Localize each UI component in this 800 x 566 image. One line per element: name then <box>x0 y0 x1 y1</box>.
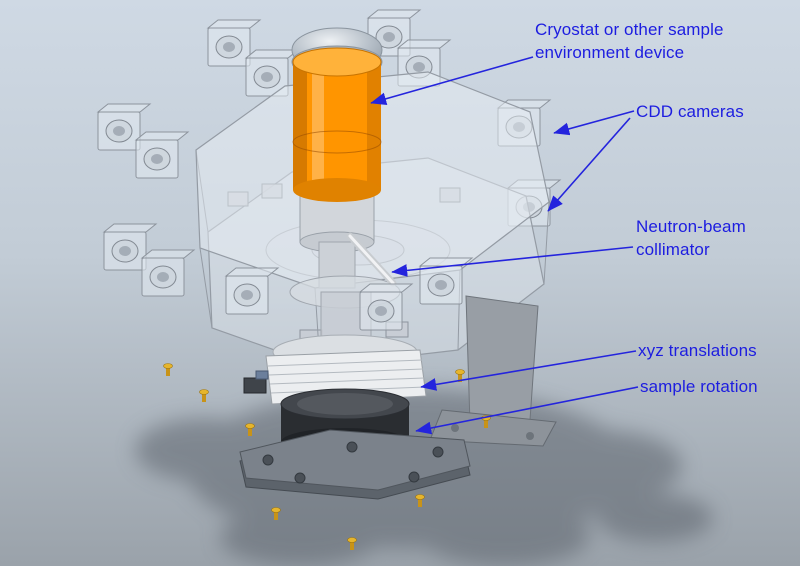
arrow-cdd-camera-upper <box>553 110 635 136</box>
arrow-cryostat <box>370 56 534 106</box>
cryostat-cylinder <box>292 47 382 202</box>
collimator-tube <box>346 232 397 287</box>
camera-box <box>418 257 474 305</box>
camera-box <box>224 267 280 315</box>
label-line: collimator <box>636 239 710 259</box>
label-sample-rotation: sample rotation <box>640 376 758 399</box>
screws <box>163 363 491 550</box>
camera-box <box>102 223 158 271</box>
label-cdd-cameras: CDD cameras <box>636 101 744 124</box>
label-line: environment device <box>535 42 685 62</box>
label-line: CDD cameras <box>636 102 744 121</box>
arrow-xyz <box>420 350 637 391</box>
label-xyz-translations: xyz translations <box>638 340 757 363</box>
camera-box <box>140 249 196 297</box>
camera-box <box>134 131 190 179</box>
label-line: sample rotation <box>640 377 758 396</box>
camera-box <box>358 283 414 331</box>
camera-box <box>96 103 152 151</box>
base-plate <box>239 429 471 500</box>
annotation-arrows <box>370 56 639 435</box>
label-line: xyz translations <box>638 341 757 360</box>
arrow-rotation <box>415 386 639 435</box>
label-line: Neutron-beam <box>636 217 746 236</box>
arrow-cdd-camera-lower <box>547 117 631 212</box>
camera-box <box>244 49 300 97</box>
camera-box <box>206 19 262 67</box>
xyz-stage-stack <box>243 334 427 405</box>
label-line: Cryostat or other sample <box>535 20 724 39</box>
arrow-collimator <box>391 246 634 277</box>
support-bracket <box>429 295 557 447</box>
label-collimator: Neutron-beam collimator <box>636 216 746 261</box>
label-cryostat: Cryostat or other sample environment dev… <box>535 19 724 64</box>
